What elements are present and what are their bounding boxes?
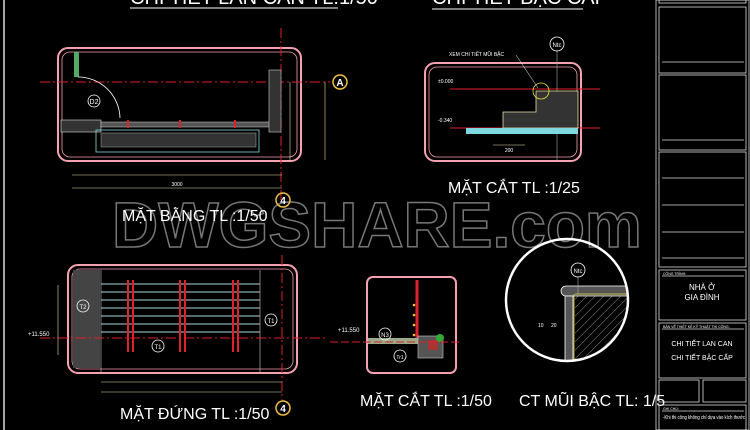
axis-a-bubble	[332, 74, 348, 90]
elevation-view	[40, 255, 325, 400]
nosing-caption: CT MŨI BẬC TL: 1/5	[519, 390, 665, 410]
level-zero: ±0.000	[438, 79, 453, 85]
ntc-bubble	[549, 36, 565, 52]
drawing-line2: CHI TIẾT BẬC CẤP	[671, 352, 733, 362]
n3-bubble	[378, 327, 392, 341]
railing-section-caption: MẶT CẮT TL :1/50	[360, 391, 492, 410]
t2-bubble	[76, 299, 90, 313]
ntc-label-2: Ntc	[574, 269, 583, 275]
step-section	[424, 50, 600, 162]
door-label: D2	[90, 99, 99, 106]
door-tag	[87, 94, 101, 108]
t1-bubble	[264, 313, 278, 327]
dim-10: 10	[538, 323, 544, 329]
project-label: CÔNG TRÌNH:	[663, 271, 686, 276]
axis-4-label: 4	[280, 196, 286, 207]
plan-caption: MẶT BẰNG TL :1/50	[122, 206, 268, 225]
step-section-caption: MẶT CẮT TL :1/25	[448, 178, 580, 197]
title-railing: CHI TIẾT LAN CAN TL:1/50	[130, 0, 378, 9]
tr1-label: Tr1	[396, 355, 404, 361]
nosing-detail	[504, 237, 630, 363]
railing-section	[330, 276, 460, 374]
axis-a-label: A	[336, 78, 343, 89]
see-nosing-note: XEM CHI TIẾT MŨI BẬC	[449, 51, 504, 58]
level-minus: -0.340	[438, 118, 452, 124]
watermark: DWGSHARE.com	[112, 189, 642, 261]
note-text: -Khi thi công không chỉ dựa vào kích thư…	[663, 414, 745, 421]
elevation-caption: MẶT ĐỨNG TL :1/50	[120, 404, 270, 423]
n3-label: N3	[381, 333, 389, 339]
t1-label: T1	[267, 319, 275, 325]
dim-total: 3000	[171, 182, 182, 188]
tr1-bubble	[393, 349, 407, 363]
level-section: +11.550	[338, 328, 360, 334]
axis-4-bubble	[275, 400, 291, 416]
notes-label: GHI CHÚ:	[663, 407, 679, 411]
t1-bubble-2	[151, 339, 165, 353]
dim-20: 20	[551, 323, 557, 329]
plan-view	[40, 28, 330, 200]
ntc-bubble-2	[570, 262, 586, 278]
axis-4-bubble	[275, 192, 291, 208]
ntc-label: Ntc	[553, 43, 562, 49]
project-line1: NHÀ Ở	[689, 283, 715, 292]
title-step: CHI TIẾT BẬC CẤP	[432, 0, 608, 9]
level-elevation: +11.550	[28, 332, 50, 338]
title-block	[655, 0, 750, 430]
project-line2: GIA ĐÌNH	[684, 293, 719, 302]
drawing-line1: CHI TIẾT LAN CAN	[671, 338, 732, 348]
drawing-label: BẢN VẼ THIẾT KẾ KỸ THUẬT THI CÔNG:	[663, 324, 730, 329]
t1-label-2: T1	[154, 345, 162, 351]
axis-4-label: 4	[280, 404, 286, 415]
dim-200: 200	[505, 148, 514, 154]
t2-label: T2	[79, 305, 87, 311]
